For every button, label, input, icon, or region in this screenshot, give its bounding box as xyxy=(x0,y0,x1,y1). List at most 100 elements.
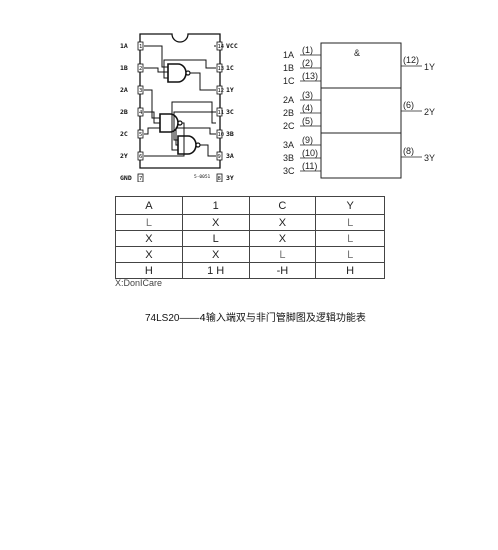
left-pin-number: 7 xyxy=(139,176,142,182)
right-pin-label: VCC xyxy=(226,42,238,50)
logic-input: (9)3A xyxy=(283,135,321,150)
table-cell: H xyxy=(115,262,183,279)
logic-output: (8)3Y xyxy=(401,146,435,163)
chip-package xyxy=(139,33,221,169)
logic-input: (3) 2A xyxy=(283,90,321,105)
table-cell: 1 H xyxy=(181,262,250,279)
left-pin: 21B xyxy=(120,63,144,73)
chip-wiring xyxy=(144,45,216,157)
table-cell: L xyxy=(315,246,385,263)
left-pin-number: 3 xyxy=(139,88,142,94)
figure-caption: 74LS20——4输入端双与非门管脚图及逻辑功能表 xyxy=(145,309,366,324)
logic-input-label: 1C xyxy=(283,76,295,86)
table-cell: L xyxy=(115,214,183,231)
logic-input-label: 3B xyxy=(283,153,294,163)
logic-input-label: 1B xyxy=(283,63,294,73)
left-pin: 5 2C xyxy=(120,129,144,139)
logic-input-label: 1A xyxy=(283,50,294,60)
logic-input-number: (1) xyxy=(302,45,313,55)
logic-input-number: (11) xyxy=(302,161,317,171)
table-header-cell: 1 xyxy=(181,196,250,215)
logic-input: (1) 1A xyxy=(283,45,321,60)
logic-output-number: (12) xyxy=(403,55,419,65)
logic-input-number: (5) xyxy=(302,116,313,126)
and-symbol: & xyxy=(354,48,360,58)
left-pin-label: 2Y xyxy=(120,152,128,160)
table-header-cell: A xyxy=(115,196,183,215)
logic-input: (13) 1C xyxy=(283,71,321,86)
table-cell: -H xyxy=(248,262,317,279)
logic-input-number: (13) xyxy=(302,71,318,81)
logic-box-outline xyxy=(320,42,402,179)
table-cell: X xyxy=(115,230,183,247)
right-pin-number: 9 xyxy=(218,154,221,160)
table-cell: L xyxy=(248,246,317,263)
right-pin-number: 8 xyxy=(218,176,221,182)
logic-input-label: 2C xyxy=(283,121,295,131)
logic-output-label: 1Y xyxy=(424,62,435,72)
logic-outputs: (12) 1Y (6)2Y (8)3Y xyxy=(401,55,435,163)
left-pin-label: 2A xyxy=(120,86,128,94)
nand-bubble-2 xyxy=(177,120,183,126)
nand-gate-1 xyxy=(167,63,187,83)
left-pin-label: GND xyxy=(120,174,132,182)
table-cell: L xyxy=(315,230,385,247)
logic-input: (11)3C xyxy=(283,161,321,176)
logic-output: (6)2Y xyxy=(401,100,435,117)
left-pin-number: 2 xyxy=(139,66,142,72)
chip-code: 5-0051 xyxy=(194,174,211,180)
caption-description: 4输入端双与非门管脚图及逻辑功能表 xyxy=(199,313,366,324)
right-pin-number: 14 xyxy=(218,44,225,50)
right-pin-label: 3C xyxy=(226,108,234,116)
left-pin-number: 6 xyxy=(139,154,142,160)
logic-input-number: (4) xyxy=(302,103,313,113)
left-pin-number: 5 xyxy=(139,132,142,138)
logic-input-label: 2B xyxy=(283,108,294,118)
left-pin-number: 1 xyxy=(139,44,142,50)
logic-input-label: 2A xyxy=(283,95,294,105)
left-pin: 3 2A xyxy=(120,85,144,95)
table-cell: X xyxy=(181,246,250,263)
logic-inputs: (1) 1A(2)1B(13) 1C (3) 2A (4) 2B (5) 2C (9)3A(10)… xyxy=(283,45,321,176)
table-header-cell: Y xyxy=(315,196,385,215)
table-cell: H xyxy=(315,262,385,279)
right-pin-label: 3Y xyxy=(226,174,234,182)
logic-input-number: (3) xyxy=(302,90,313,100)
logic-input: (4) 2B xyxy=(283,103,321,118)
nand-gate-3 xyxy=(177,135,197,155)
right-pin-label: 3B xyxy=(226,130,234,138)
left-pin: 7 GND xyxy=(120,173,144,182)
caption-part-number: 74LS20—— xyxy=(145,313,200,324)
right-pin-label: 1Y xyxy=(226,86,234,94)
left-pin-label: 1A xyxy=(120,42,128,50)
logic-symbol: & (1)1A(2)1B(13)1C(3)2A(4)2B(5)2C(9)3A(1… xyxy=(283,42,435,179)
right-pin-number: 12 xyxy=(218,88,225,94)
table-header-cell: C xyxy=(248,196,317,215)
right-pin-number: 11 xyxy=(218,110,225,116)
table-cell: X xyxy=(248,230,317,247)
logic-input-number: (10) xyxy=(302,148,318,158)
logic-output: (12) 1Y xyxy=(401,55,435,72)
table-cell: X xyxy=(181,214,250,231)
right-pin-label: 1C xyxy=(226,64,234,72)
logic-input: (2)1B xyxy=(283,58,321,73)
right-pin-label: 3A xyxy=(226,152,234,160)
left-pin: 6 2Y xyxy=(120,151,144,161)
right-pin: 9 3A xyxy=(216,151,234,161)
left-pin-label: 2C xyxy=(120,130,128,138)
right-pin-number: 10 xyxy=(218,132,225,138)
table-cell: X xyxy=(115,246,183,263)
logic-input-number: (9) xyxy=(302,135,313,145)
logic-box xyxy=(320,42,402,179)
table-cell: X xyxy=(248,214,317,231)
